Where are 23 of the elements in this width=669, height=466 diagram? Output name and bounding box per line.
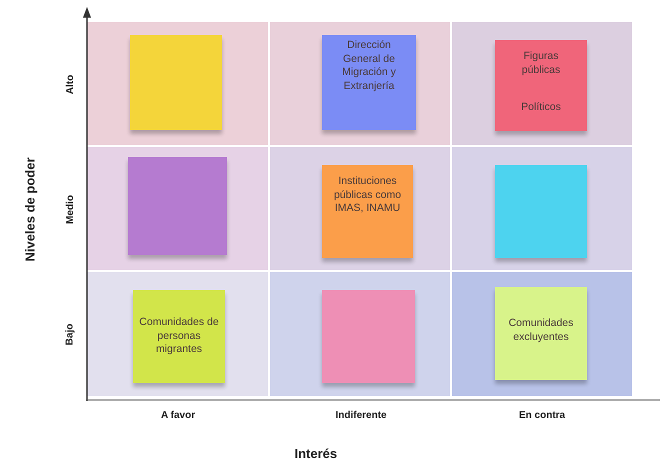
axis-tick-label: Indiferente [336,410,387,420]
axis-tick-label: Alto [64,74,76,94]
axis-title: Interés [294,446,338,460]
sticky-note [322,290,415,383]
sticky-note [128,157,227,255]
sticky-note [130,35,222,130]
note-text: Instituciones públicas como IMAS, INAMU [332,175,402,216]
note-text: Figuras públicas [520,50,562,78]
note-text: Dirección General de Migración y Extranjería [341,39,397,94]
note-text: Comunidades de personas migrantes [138,316,220,357]
sticky-note [495,287,587,380]
sticky-note [133,290,225,383]
axis-tick-label: En contra [519,410,566,420]
note-text: Políticos [521,101,561,115]
note-text: Comunidades excluyentes [508,317,574,344]
sticky-note [495,40,587,131]
sticky-note [322,35,416,130]
axis-tick-label: Medio [64,194,76,224]
axis-tick-label: Bajo [64,323,76,345]
sticky-note [322,165,413,258]
sticky-note [495,165,587,258]
axis-title: Niveles de poder [22,156,38,262]
axis-tick-label: A favor [161,410,196,420]
